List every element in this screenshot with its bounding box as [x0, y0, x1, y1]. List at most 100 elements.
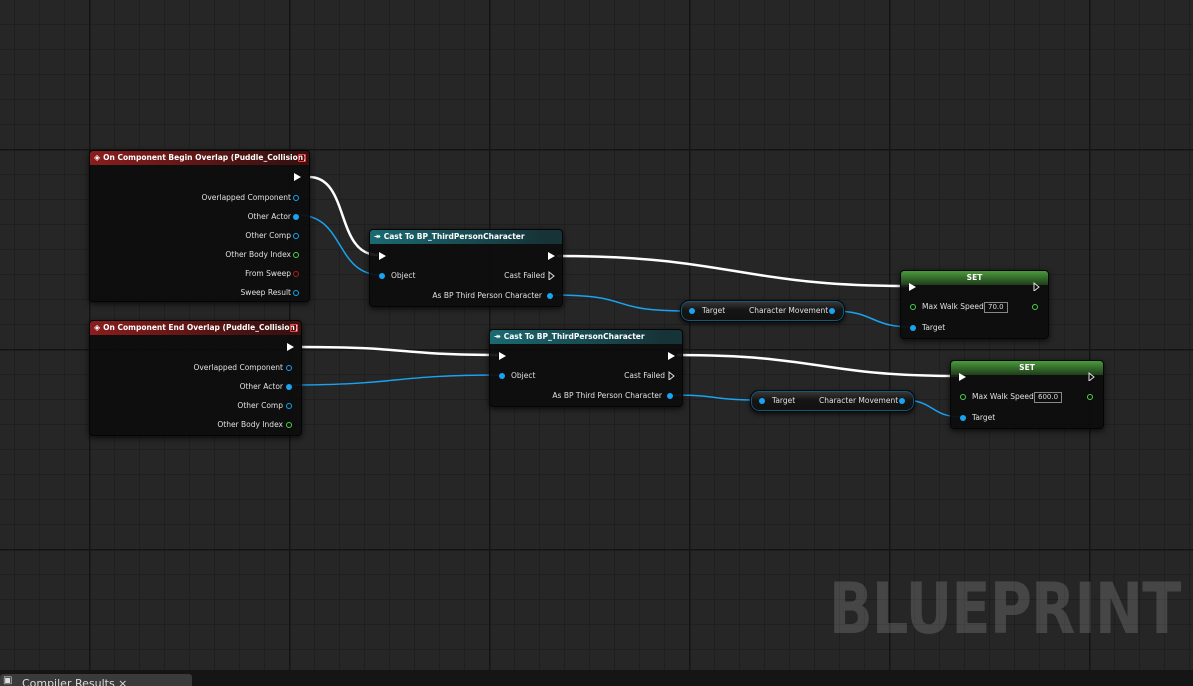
event-diamond-icon: ◈	[94, 153, 101, 162]
pin-max-walk-speed-out[interactable]	[1032, 304, 1038, 310]
pin-other-actor[interactable]	[286, 384, 292, 390]
field-label-max-walk-speed: Max Walk Speed	[922, 302, 984, 311]
set-node-header: SET	[951, 361, 1103, 375]
pin-sweep-result[interactable]	[293, 290, 299, 296]
cast-node-header: ↠Cast To BP_ThirdPersonCharacter	[370, 230, 562, 244]
pin-label-object: Object	[391, 271, 416, 280]
save-disk-icon: ▣	[3, 675, 13, 686]
bottom-panel-bar	[0, 670, 1193, 686]
set-node-1[interactable]: SET Max Walk Speed 70.0 Target	[900, 270, 1049, 339]
event-diamond-icon: ◈	[94, 323, 101, 332]
pin-label-other-comp: Other Comp	[237, 401, 283, 410]
pin-max-walk-speed-in[interactable]	[960, 394, 966, 400]
exec-out-cast-failed-pin[interactable]	[668, 371, 675, 380]
pin-target[interactable]	[689, 308, 695, 314]
character-movement-getter-2[interactable]: Target Character Movement	[750, 390, 915, 412]
exec-in-pin[interactable]	[909, 283, 916, 291]
pin-object[interactable]	[499, 373, 505, 379]
pin-label-other-comp: Other Comp	[245, 231, 291, 240]
pin-label-sweep-result: Sweep Result	[240, 288, 291, 297]
exec-wire-cast1-to-set1	[556, 254, 909, 288]
pin-max-walk-speed-in[interactable]	[910, 304, 916, 310]
character-movement-getter-1[interactable]: Target Character Movement	[680, 300, 845, 322]
exec-in-pin[interactable]	[959, 373, 966, 381]
node-title: On Component End Overlap (Puddle_Collisi…	[103, 323, 299, 332]
exec-out-pin[interactable]	[1033, 282, 1040, 291]
pin-label-target: Target	[772, 396, 796, 405]
pin-target[interactable]	[960, 415, 966, 421]
cast-arrow-icon: ↠	[374, 232, 381, 241]
pin-other-body-index[interactable]	[293, 252, 299, 258]
event-node-header: ◈On Component End Overlap (Puddle_Collis…	[90, 321, 301, 335]
pin-label-overlapped-component: Overlapped Component	[201, 193, 291, 202]
object-wire-cast2-to-getter2	[670, 394, 762, 401]
object-wire-cast1-to-getter1	[550, 294, 691, 312]
pin-label-overlapped-component: Overlapped Component	[193, 363, 283, 372]
pin-character-movement[interactable]	[829, 308, 835, 314]
pin-label-other-body-index: Other Body Index	[225, 250, 291, 259]
pin-target[interactable]	[759, 398, 765, 404]
exec-wire-end-to-cast2	[301, 345, 499, 357]
pin-from-sweep[interactable]	[293, 271, 299, 277]
exec-out-cast-failed-pin[interactable]	[548, 271, 555, 280]
pin-label-other-actor: Other Actor	[239, 382, 283, 391]
pin-label-character-movement: Character Movement	[749, 306, 829, 315]
pin-label-as-bp-third-person: As BP Third Person Character	[432, 291, 542, 300]
node-title: On Component Begin Overlap (Puddle_Colli…	[103, 153, 307, 162]
exec-wire-begin-to-cast1	[308, 175, 379, 257]
pin-other-comp[interactable]	[293, 233, 299, 239]
max-walk-speed-input[interactable]: 70.0	[984, 302, 1008, 313]
pin-target[interactable]	[910, 325, 916, 331]
set-node-2[interactable]: SET Max Walk Speed 600.0 Target	[950, 360, 1104, 429]
compiler-results-tab-label: Compiler Results ×	[21, 677, 128, 686]
pin-overlapped-component[interactable]	[293, 195, 299, 201]
field-label-max-walk-speed: Max Walk Speed	[972, 392, 1034, 401]
pin-label-target: Target	[702, 306, 726, 315]
pin-object[interactable]	[379, 273, 385, 279]
pin-as-bp-third-person[interactable]	[667, 393, 673, 399]
delegate-pin-icon[interactable]	[298, 154, 306, 162]
exec-out-pin[interactable]	[294, 173, 301, 181]
blueprint-watermark: BLUEPRINT	[829, 568, 1181, 650]
pin-other-actor[interactable]	[293, 214, 299, 220]
pin-label-cast-failed: Cast Failed	[624, 371, 665, 380]
event-node-begin-overlap[interactable]: ◈On Component Begin Overlap (Puddle_Coll…	[89, 150, 310, 302]
exec-out-pin[interactable]	[1088, 372, 1095, 381]
pin-character-movement[interactable]	[899, 398, 905, 404]
cast-node-1[interactable]: ↠Cast To BP_ThirdPersonCharacter Object …	[369, 229, 563, 307]
exec-out-pin[interactable]	[287, 343, 294, 351]
event-node-end-overlap[interactable]: ◈On Component End Overlap (Puddle_Collis…	[89, 320, 302, 436]
node-title: SET	[966, 273, 983, 282]
pin-label-other-actor: Other Actor	[247, 212, 291, 221]
exec-out-pin[interactable]	[668, 352, 675, 360]
compiler-results-tab[interactable]: ▣ Compiler Results ×	[0, 674, 192, 686]
pin-other-body-index[interactable]	[286, 422, 292, 428]
object-wire-other-actor-to-cast1	[297, 214, 382, 276]
pin-as-bp-third-person[interactable]	[547, 293, 553, 299]
exec-out-pin[interactable]	[548, 252, 555, 260]
pin-label-as-bp-third-person: As BP Third Person Character	[552, 391, 662, 400]
cast-arrow-icon: ↠	[494, 332, 501, 341]
max-walk-speed-input[interactable]: 600.0	[1034, 392, 1063, 403]
pin-other-comp[interactable]	[286, 403, 292, 409]
pin-overlapped-component[interactable]	[286, 365, 292, 371]
pin-max-walk-speed-out[interactable]	[1087, 394, 1093, 400]
delegate-pin-icon[interactable]	[290, 324, 298, 332]
pin-label-from-sweep: From Sweep	[245, 269, 291, 278]
exec-in-pin[interactable]	[499, 352, 506, 360]
pin-label-character-movement: Character Movement	[819, 396, 899, 405]
node-title: SET	[1019, 363, 1035, 372]
pin-label-cast-failed: Cast Failed	[504, 271, 545, 280]
pin-label-target: Target	[972, 413, 996, 422]
cast-node-header: ↠Cast To BP_ThirdPersonCharacter	[490, 330, 682, 344]
cast-node-2[interactable]: ↠Cast To BP_ThirdPersonCharacter Object …	[489, 329, 683, 407]
pin-label-other-body-index: Other Body Index	[217, 420, 283, 429]
event-node-header: ◈On Component Begin Overlap (Puddle_Coll…	[90, 151, 309, 165]
object-wire-other-actor-to-cast2	[289, 374, 501, 386]
pin-label-target: Target	[922, 323, 946, 332]
exec-wire-cast2-to-set2	[676, 353, 959, 378]
node-title: Cast To BP_ThirdPersonCharacter	[503, 332, 645, 341]
exec-in-pin[interactable]	[379, 252, 386, 260]
set-node-header: SET	[901, 271, 1048, 285]
